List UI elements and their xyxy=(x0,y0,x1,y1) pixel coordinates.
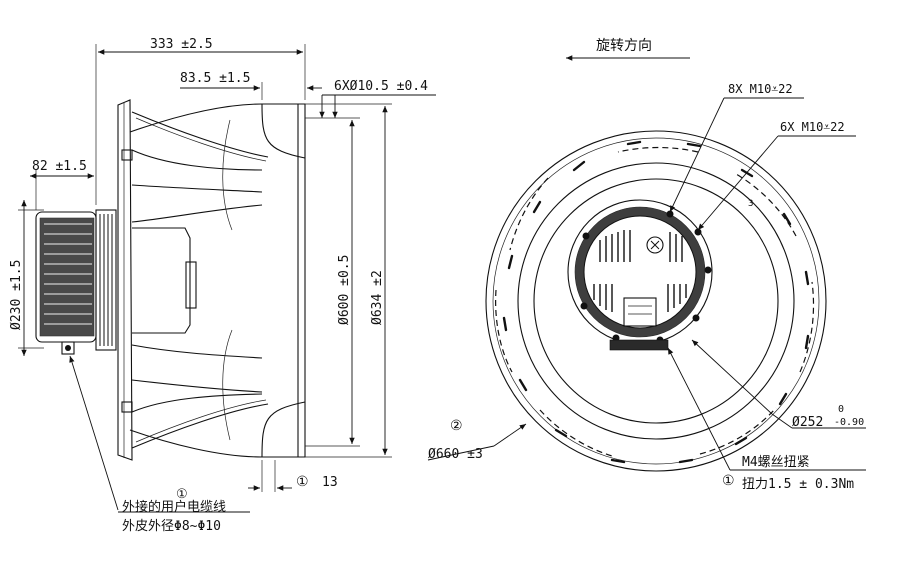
hub-dia-tol-lower: -0.90 xyxy=(834,417,864,428)
dim-flange-marker: ① xyxy=(296,474,309,490)
motor-side-profile xyxy=(35,209,117,355)
dim-motor-depth: 82 ±1.5 xyxy=(29,159,94,210)
dim-flange-thickness-label: 13 xyxy=(322,475,338,490)
thread-callout-6: 6X M10⩡22 xyxy=(697,120,856,231)
dim-total-length-label: 333 ±2.5 xyxy=(150,37,213,52)
dim-inlet-dia-label: Ø600 ±0.5 xyxy=(337,255,352,325)
dim-inlet-offset-label: 83.5 ±1.5 xyxy=(180,71,250,86)
hub-dia-label: Ø252 xyxy=(792,415,823,430)
cable-callout: ① 外接的用户电缆线 外皮外径Φ8~Φ10 xyxy=(69,355,250,534)
cable-note-line2: 外皮外径Φ8~Φ10 xyxy=(122,519,221,534)
impeller-dia-callout: ② Ø660 ±3 xyxy=(427,418,527,462)
rotation-direction: 旋转方向 xyxy=(566,38,690,61)
impeller-front: 3 xyxy=(485,130,827,472)
dim-total-length: 333 ±2.5 xyxy=(95,37,306,205)
dim-motor-depth-label: 82 ±1.5 xyxy=(32,159,87,174)
impeller-marker: ② xyxy=(450,418,463,434)
impeller-dia-label: Ø660 ±3 xyxy=(428,447,483,462)
motor-hub-front xyxy=(567,199,713,351)
hub-dia-callout: Ø252 0 -0.90 xyxy=(691,339,866,430)
cable-callout-marker: ① xyxy=(176,487,188,502)
dim-motor-dia: Ø230 ±1.5 xyxy=(9,200,44,356)
dim-motor-dia-label: Ø230 ±1.5 xyxy=(9,260,24,330)
dim-mount-holes-label: 6XØ10.5 ±0.4 xyxy=(334,79,428,94)
screw-callout: ① M4螺丝扭紧 扭力1.5 ± 0.3Nm xyxy=(667,347,866,492)
impeller-side-profile xyxy=(117,99,306,461)
front-view: 旋转方向 xyxy=(427,38,866,492)
dim-outer-dia-label: Ø634 ±2 xyxy=(370,270,385,325)
thread-spec-6: 6X M10⩡22 xyxy=(780,120,845,134)
rotation-direction-label: 旋转方向 xyxy=(596,38,652,54)
screw-marker: ① xyxy=(722,473,735,489)
blade-slots-dashed xyxy=(495,146,815,457)
dim-mount-holes: 6XØ10.5 ±0.4 xyxy=(319,79,436,118)
screw-note-line2: 扭力1.5 ± 0.3Nm xyxy=(742,477,854,492)
cable-note-line1: 外接的用户电缆线 xyxy=(122,499,226,515)
blade-mark: 3 xyxy=(748,199,753,209)
blade-slots xyxy=(502,140,810,464)
screw-note-line1: M4螺丝扭紧 xyxy=(742,455,810,470)
dim-outer-dia: Ø634 ±2 xyxy=(305,103,392,458)
dim-flange-thickness: ① 13 xyxy=(248,460,338,492)
thread-callout-8: 8X M10⩡22 xyxy=(669,82,804,213)
dim-inlet-offset: 83.5 ±1.5 xyxy=(180,71,322,100)
hub-dia-tol-upper: 0 xyxy=(838,404,844,415)
side-view: 333 ±2.5 83.5 ±1.5 82 ±1.5 Ø230 ±1.5 xyxy=(9,37,436,534)
dim-inlet-dia: Ø600 ±0.5 xyxy=(305,117,360,447)
thread-spec-8: 8X M10⩡22 xyxy=(728,82,793,96)
